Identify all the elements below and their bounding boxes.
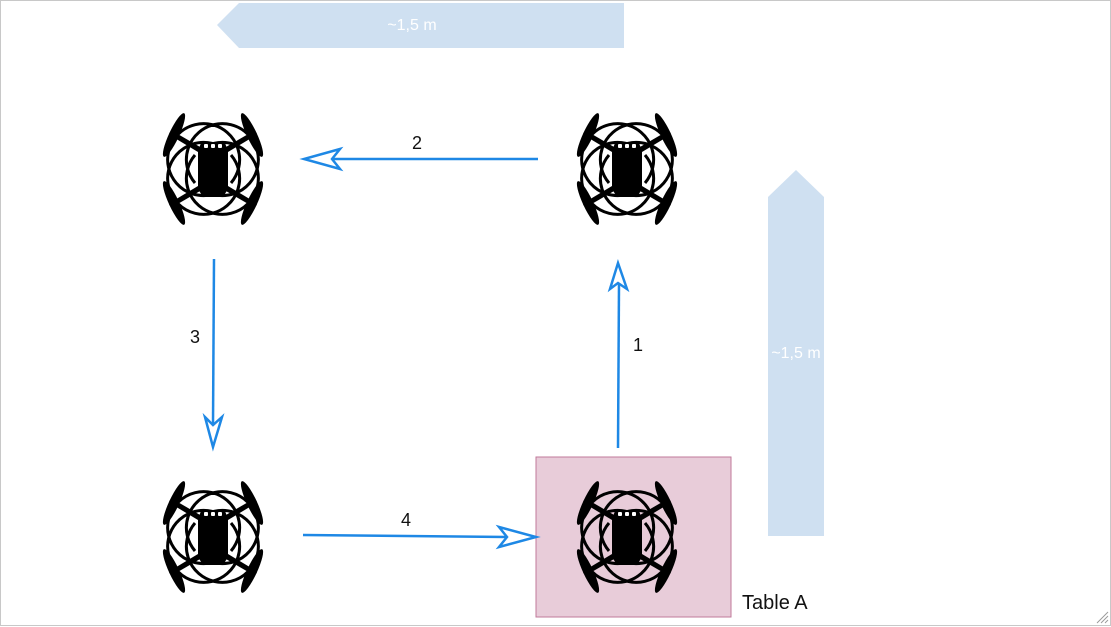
step-label-3: 3 — [190, 327, 200, 347]
path-arrow-2 — [299, 146, 538, 172]
step-label-4: 4 — [401, 510, 411, 530]
drone-icon-top-left — [157, 109, 269, 229]
path-arrow-4 — [302, 524, 541, 550]
path-arrow-1 — [607, 258, 630, 449]
drone-icon-top-right — [571, 109, 683, 229]
dimension-arrow-top: ~1,5 m — [217, 3, 624, 48]
step-label-2: 2 — [412, 133, 422, 153]
dimension-arrow-right: ~1,5 m — [768, 170, 824, 536]
resize-grip-icon[interactable] — [1096, 611, 1109, 624]
step-label-1: 1 — [633, 335, 643, 355]
table-a-label: Table A — [742, 592, 808, 614]
path-arrow-3 — [202, 258, 225, 452]
drone-icon-bottom-left — [157, 477, 269, 597]
dimension-label-top: ~1,5 m — [387, 17, 436, 34]
dimension-label-right: ~1,5 m — [771, 345, 820, 362]
